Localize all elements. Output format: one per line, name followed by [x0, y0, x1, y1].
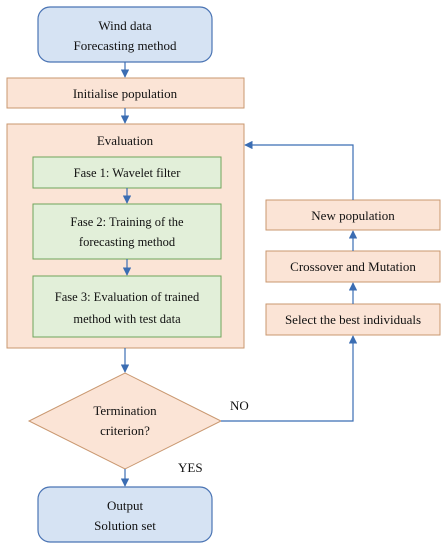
arrow-decision-no — [221, 335, 358, 422]
yes-label: YES — [178, 460, 203, 475]
output-node: Output Solution set — [37, 486, 213, 543]
fase1-node: Fase 1: Wavelet filter — [32, 156, 222, 189]
select-node: Select the best individuals — [265, 303, 441, 336]
start-line1: Wind data — [98, 18, 151, 33]
start-node: Wind data Forecasting method — [37, 6, 213, 63]
fase1-label: Fase 1: Wavelet filter — [74, 166, 182, 180]
no-label: NO — [230, 398, 249, 413]
fase2-line1: Fase 2: Training of the — [70, 215, 184, 229]
output-line1: Output — [107, 498, 144, 513]
fase2-line2: forecasting method — [79, 235, 176, 249]
decision-node: Termination criterion? — [27, 372, 223, 470]
init-node: Initialise population — [6, 77, 245, 109]
fase3-node: Fase 3: Evaluation of trained method wit… — [32, 275, 222, 338]
newpop-label: New population — [311, 208, 395, 223]
decision-line1: Termination — [93, 403, 157, 418]
arrow-newpop-evaluation — [244, 140, 354, 200]
crossover-node: Crossover and Mutation — [265, 250, 441, 283]
output-line2: Solution set — [94, 518, 156, 533]
crossover-label: Crossover and Mutation — [290, 259, 416, 274]
evaluation-title: Evaluation — [97, 133, 154, 148]
fase3-line2: method with test data — [73, 312, 181, 326]
start-line2: Forecasting method — [74, 38, 177, 53]
decision-line2: criterion? — [100, 423, 150, 438]
newpop-node: New population — [265, 199, 441, 231]
init-label: Initialise population — [73, 86, 178, 101]
fase3-line1: Fase 3: Evaluation of trained — [55, 290, 200, 304]
select-label: Select the best individuals — [285, 312, 421, 327]
fase2-node: Fase 2: Training of the forecasting meth… — [32, 203, 222, 260]
